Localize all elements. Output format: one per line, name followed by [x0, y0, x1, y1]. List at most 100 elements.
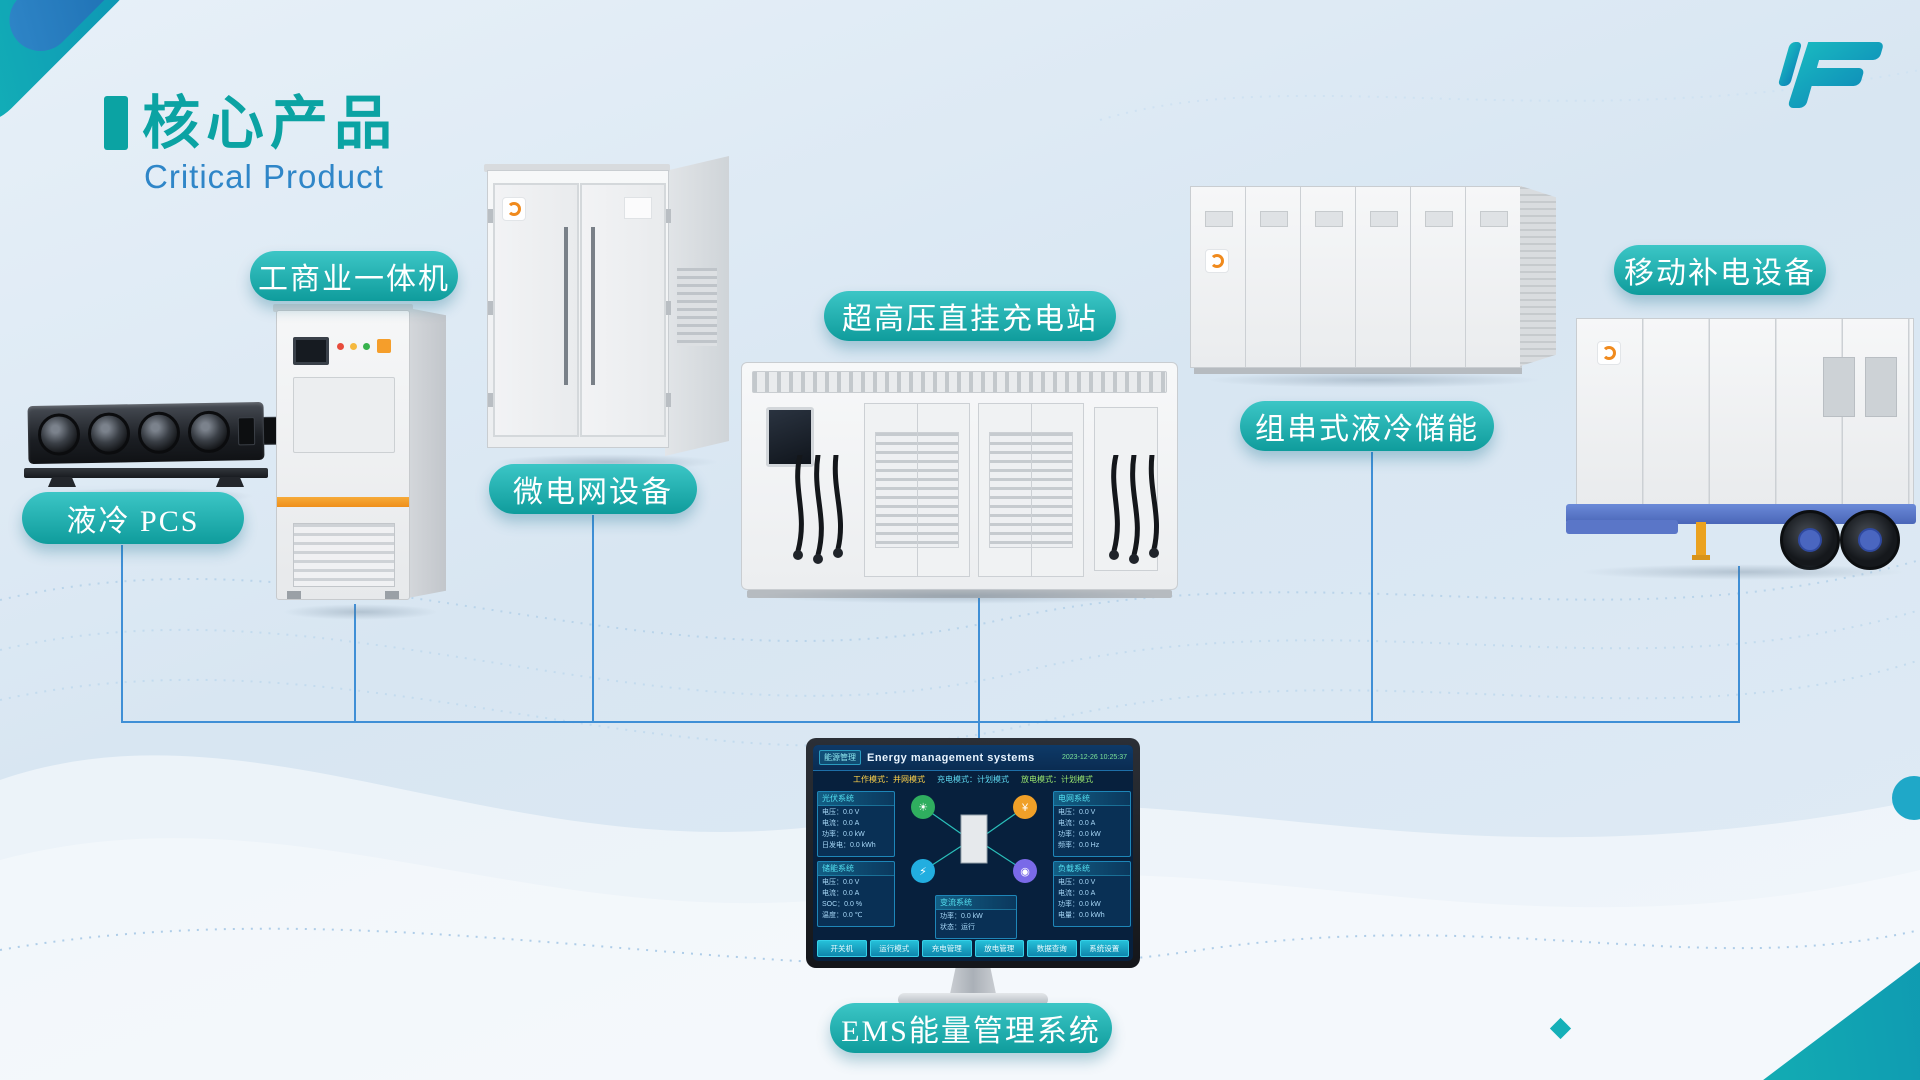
- vent-icon: [1424, 211, 1453, 227]
- container-door-left: [488, 183, 579, 437]
- product-commercial-all-in-one: [273, 300, 446, 620]
- charging-cables-icon: [1109, 455, 1159, 564]
- panel-row: 温度：0.0 ℃: [822, 912, 863, 919]
- panel-row: 状态：运行: [940, 924, 975, 931]
- vent-icon: [1314, 211, 1343, 227]
- svg-text:◉: ◉: [1020, 866, 1030, 878]
- ems-panel-grid: 电网系统 电压：0.0 V 电流：0.0 A 功率：0.0 kW 频率：0.0 …: [1053, 791, 1131, 857]
- panel-row: 日发电：0.0 kWh: [822, 842, 876, 849]
- led-green-icon: [363, 343, 370, 350]
- container-box: [1576, 318, 1914, 506]
- panel-row: 电流：0.0 A: [822, 820, 860, 827]
- charging-cables-icon: [793, 455, 843, 564]
- drop-shadow: [1204, 372, 1542, 388]
- ems-mode-row: 工作模式：并网模式 充电模式：计划模式 放电模式：计划模式: [813, 772, 1133, 786]
- product-label-ems[interactable]: EMS能量管理系统: [830, 1003, 1112, 1053]
- cabinet-side-panel: [408, 308, 446, 598]
- product-label-mobile-power[interactable]: 移动补电设备: [1614, 245, 1826, 295]
- ems-button[interactable]: 运行模式: [869, 940, 919, 957]
- station-body: [741, 362, 1178, 590]
- ems-flow-diagram: ☀ ¥ ⚡ ◉: [911, 795, 1037, 883]
- panel-row: 电量：0.0 kWh: [1058, 912, 1105, 919]
- pcs-base: [24, 468, 268, 478]
- product-label-hv-charging-station[interactable]: 超高压直挂充电站: [824, 291, 1116, 341]
- panel-row: 电压：0.0 V: [1058, 809, 1096, 816]
- door-vents: [1191, 211, 1521, 227]
- panel-title: 储能系统: [818, 862, 894, 876]
- container-side-panel: [665, 156, 729, 456]
- ems-mode-chip: 放电模式：计划模式: [1021, 774, 1093, 784]
- roof-vent-grille: [752, 371, 1167, 393]
- container-logo: [1205, 249, 1229, 273]
- panel-row: 电压：0.0 V: [1058, 879, 1096, 886]
- monitor-stand-neck: [950, 968, 996, 994]
- container-end-panel: [1520, 185, 1556, 367]
- cabinet-foot: [385, 591, 399, 599]
- drop-shadow: [282, 604, 440, 620]
- panel-title: 电网系统: [1054, 792, 1130, 806]
- cabinet-access-panel: [293, 377, 395, 453]
- product-label-microgrid[interactable]: 微电网设备: [489, 464, 697, 514]
- cabinet-top-cap: [273, 304, 413, 312]
- container-front: [1190, 186, 1522, 368]
- panel-row: 功率：0.0 kW: [1058, 831, 1101, 838]
- ems-button[interactable]: 系统设置: [1079, 940, 1129, 957]
- panel-row: 功率：0.0 kW: [940, 913, 983, 920]
- wheel-hub: [1858, 528, 1882, 552]
- vent-icon: [1204, 211, 1233, 227]
- ems-mode-chip: 充电模式：计划模式: [937, 774, 1009, 784]
- landing-leg: [1692, 522, 1710, 560]
- panel-row: 电流：0.0 A: [1058, 890, 1096, 897]
- connector-line: [978, 590, 980, 722]
- ems-mode-chip: 工作模式：并网模式: [853, 774, 925, 784]
- product-microgrid-container: [484, 156, 729, 470]
- ems-button[interactable]: 数据查询: [1027, 940, 1077, 957]
- vent-icon: [1479, 211, 1508, 227]
- fan-icon: [187, 410, 231, 454]
- wheel-icon: [1780, 510, 1840, 570]
- led-red-icon: [337, 343, 344, 350]
- fan-icon: [37, 413, 81, 456]
- fan-icon: [137, 411, 181, 455]
- panel-title: 变流系统: [936, 896, 1016, 910]
- station-door-module: [864, 403, 970, 577]
- ems-button[interactable]: 充电管理: [922, 940, 972, 957]
- connector-port: [237, 417, 256, 446]
- ems-button-row: 开关机 运行模式 充电管理 放电管理 数据查询 系统设置: [817, 940, 1129, 957]
- product-label-commercial-all-in-one[interactable]: 工商业一体机: [250, 251, 458, 301]
- drop-shadow: [1580, 564, 1906, 580]
- ems-button[interactable]: 放电管理: [974, 940, 1024, 957]
- ems-panel-load: 负载系统 电压：0.0 V 电流：0.0 A 功率：0.0 kW 电量：0.0 …: [1053, 861, 1131, 927]
- panel-row: 电流：0.0 A: [1058, 820, 1096, 827]
- ems-datetime: 2023-12-26 10:25:37: [1062, 754, 1127, 761]
- product-label-liquid-cooled-pcs[interactable]: 液冷 PCS: [22, 492, 244, 544]
- container-logo: [1597, 341, 1621, 365]
- vent-icon: [1369, 211, 1398, 227]
- ems-panel-converter: 变流系统 功率：0.0 kW 状态：运行: [935, 895, 1017, 939]
- emergency-button: [377, 339, 391, 353]
- cabinet-front-panel: [276, 310, 410, 600]
- panel-row: 电流：0.0 A: [822, 890, 860, 897]
- load-node-icon: [1013, 859, 1037, 883]
- station-right-panel: [1094, 407, 1158, 571]
- connector-line: [354, 604, 356, 722]
- connector-line: [1371, 452, 1373, 722]
- connector-line: [592, 515, 594, 722]
- panel-title: 光伏系统: [818, 792, 894, 806]
- panel-row: 电压：0.0 V: [822, 879, 860, 886]
- svg-text:¥: ¥: [1021, 802, 1029, 814]
- ems-button[interactable]: 开关机: [817, 940, 867, 957]
- connector-line: [121, 721, 1740, 723]
- product-hv-charging-station: [741, 362, 1178, 604]
- ems-panel-pv: 光伏系统 电压：0.0 V 电流：0.0 A 功率：0.0 kW 日发电：0.0…: [817, 791, 895, 857]
- svg-text:⚡: ⚡: [919, 866, 927, 878]
- orange-stripe: [277, 497, 409, 507]
- grid-node-icon: [911, 859, 935, 883]
- mounting-foot: [216, 477, 244, 487]
- container-door-right: [580, 183, 671, 437]
- trailer-gooseneck: [1566, 520, 1678, 534]
- panel-row: 频率：0.0 Hz: [1058, 842, 1100, 849]
- product-liquid-cooled-pcs: [24, 398, 281, 504]
- product-label-string-storage[interactable]: 组串式液冷储能: [1240, 401, 1494, 451]
